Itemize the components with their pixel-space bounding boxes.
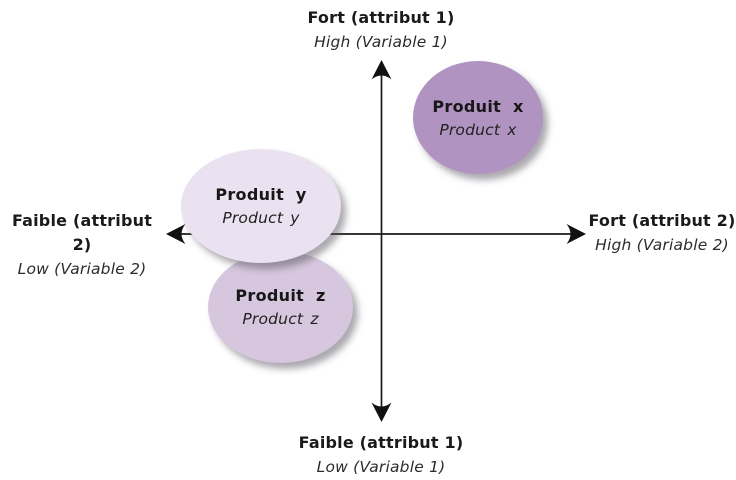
bubble-product-x-primary-label: Produit x [432,96,524,116]
axis-label-top-primary: Fort (attribut 1) [307,8,455,27]
axis-label-left: Faible (attribut 2) Low (Variable 2) [0,209,164,281]
axis-label-left-secondary: Low (Variable 2) [17,260,147,278]
arrow-up-icon [371,60,392,80]
axis-label-top: Fort (attribut 1) High (Variable 1) [251,6,511,54]
bubble-product-y: Produit y Product y [181,149,341,263]
axis-label-right-secondary: High (Variable 2) [595,236,729,254]
arrow-down-icon [371,402,392,422]
arrow-left-icon [166,224,186,244]
axis-label-left-primary: Faible (attribut 2) [11,211,153,254]
bubble-product-y-primary-label: Produit y [215,185,307,204]
axis-label-bottom-secondary: Low (Variable 1) [316,458,446,476]
bubble-product-z-secondary-label: Product z [242,310,319,328]
bubble-product-y-secondary-label: Product y [222,209,300,227]
axis-label-bottom-primary: Faible (attribut 1) [298,433,464,452]
bubble-product-z-primary-label: Produit z [235,286,326,305]
bubble-product-x: Produit x Product x [413,61,543,174]
bubble-product-z: Produit z Product z [208,251,353,363]
axis-label-right-primary: Fort (attribut 2) [588,211,736,230]
arrow-right-icon [566,224,586,244]
axis-label-right: Fort (attribut 2) High (Variable 2) [588,209,736,257]
axis-label-top-secondary: High (Variable 1) [314,33,448,51]
bubble-product-x-secondary-label: Product x [439,120,517,139]
axis-label-bottom: Faible (attribut 1) Low (Variable 1) [251,431,511,479]
